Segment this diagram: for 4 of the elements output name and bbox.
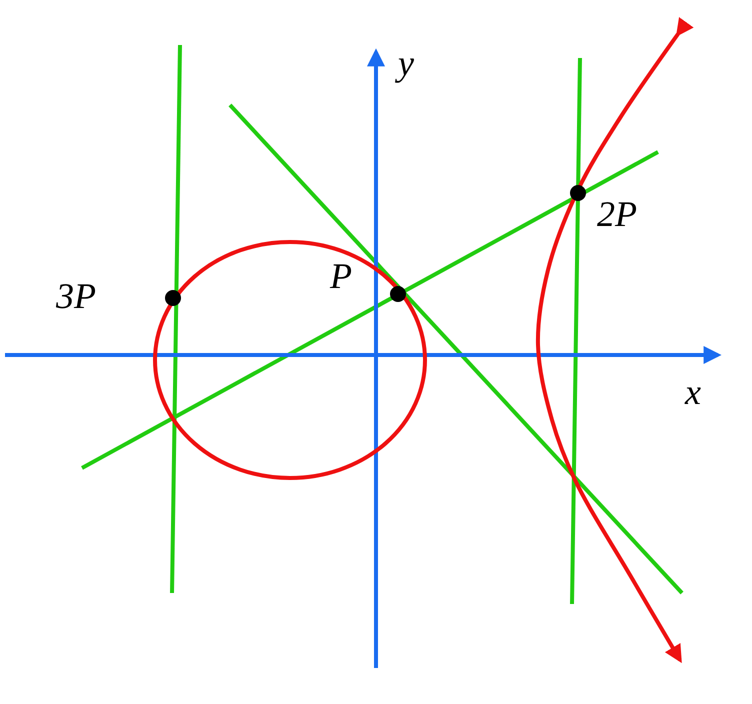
point-label: 3P (56, 278, 96, 314)
point-label: 2P (597, 196, 637, 232)
point-label: P (330, 258, 352, 294)
axis-label: x (685, 374, 701, 410)
